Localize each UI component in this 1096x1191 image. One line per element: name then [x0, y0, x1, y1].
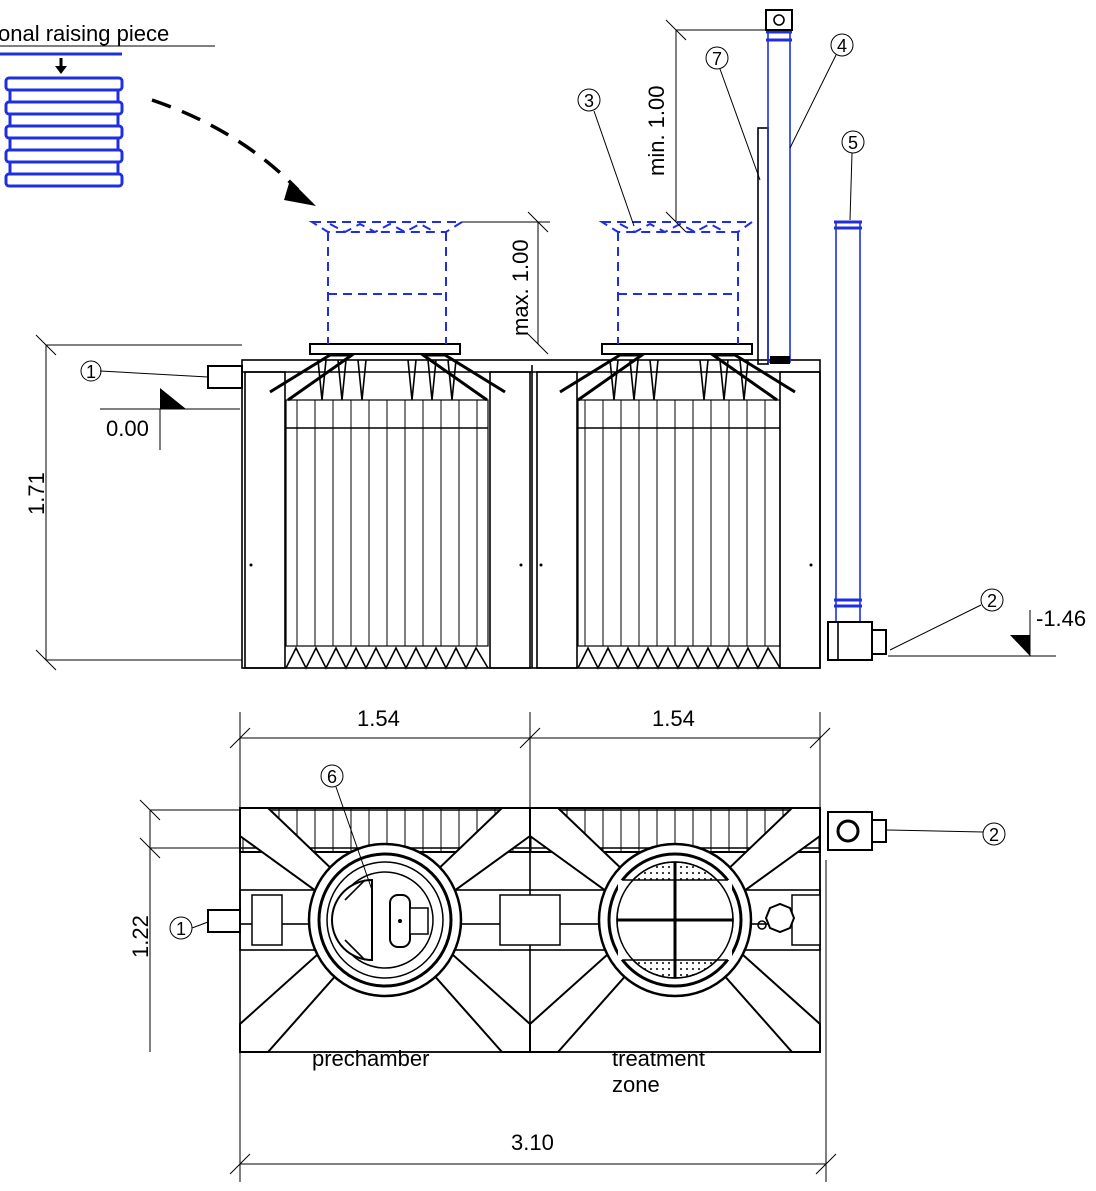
callout-3: 3: [584, 91, 594, 111]
optional-raising-piece: onal raising piece: [0, 21, 316, 206]
callout-2-elevation: 2: [987, 591, 997, 611]
treatment-label-line2: zone: [612, 1072, 660, 1097]
level-marker-icon: [160, 388, 186, 409]
min-vent-dimension: min. 1.00: [644, 86, 669, 177]
level-marker-icon: [1010, 635, 1030, 656]
outlet-level: -1.46: [1036, 606, 1086, 631]
chamber-width-right: 1.54: [652, 706, 695, 731]
prechamber-label: prechamber: [312, 1046, 429, 1071]
octagon-fitting-icon: [764, 902, 796, 934]
total-length-dimension: 3.10: [511, 1130, 554, 1155]
callout-5: 5: [848, 133, 858, 153]
treatment-label-line1: treatment: [612, 1046, 705, 1071]
callout-1: 1: [86, 362, 96, 382]
plan-view: 1.54 1.54: [128, 706, 1006, 1182]
height-dimension: 1.71: [24, 472, 49, 515]
max-extension-dimension: max. 1.00: [508, 239, 533, 336]
chamber-width-left: 1.54: [357, 706, 400, 731]
elevation-view: 1.71 0.00 -1.46 max. 1.00 min. 1.00 1 3 …: [24, 9, 1086, 671]
callout-6: 6: [327, 767, 337, 787]
placement-arrow: [151, 98, 300, 192]
inlet-level: 0.00: [106, 416, 149, 441]
raising-piece-label: onal raising piece: [0, 21, 169, 46]
callout-4: 4: [837, 36, 847, 56]
callout-2-plan: 2: [989, 825, 999, 845]
callout-1-plan: 1: [176, 919, 186, 939]
arrowhead-icon: [284, 180, 316, 206]
callout-7: 7: [712, 49, 722, 69]
down-arrow-icon: [55, 66, 67, 74]
depth-dimension: 1.22: [128, 915, 153, 958]
